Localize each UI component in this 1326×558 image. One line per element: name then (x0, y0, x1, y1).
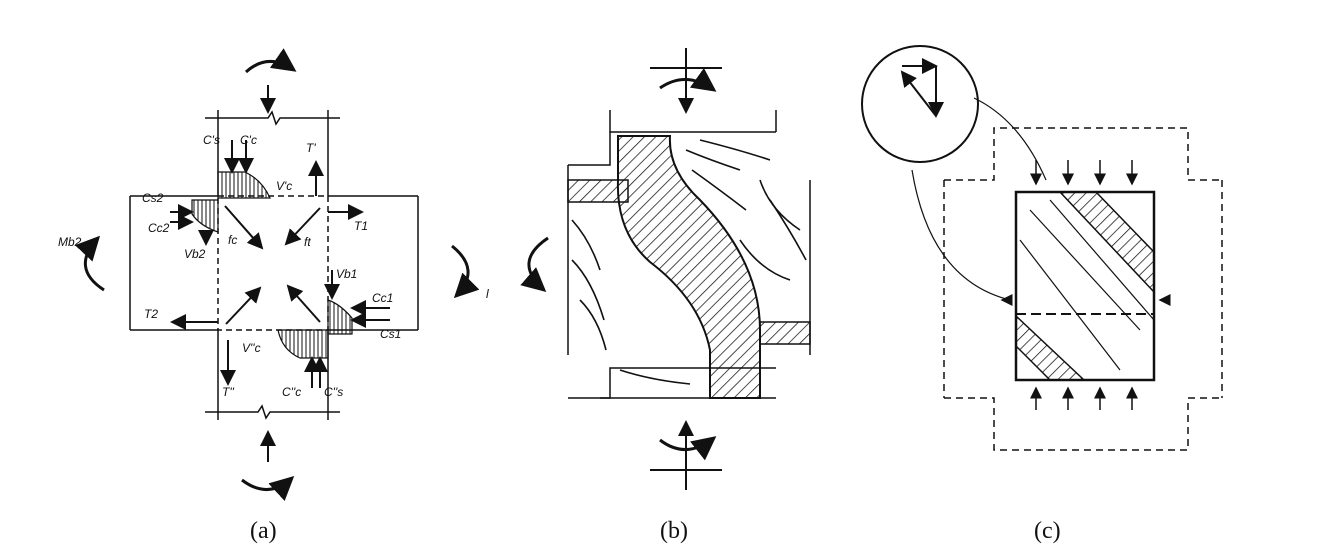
compression-block-left (191, 199, 219, 233)
label-vb2: Vb2 (184, 247, 206, 261)
panel-c-boundary-arrows (1000, 160, 1171, 410)
label-t-bottom: T'' (222, 385, 235, 399)
label-cc2: Cc2 (148, 221, 170, 235)
label-cs-bottom: C''s (324, 385, 343, 399)
label-cc-top: C'c (240, 133, 257, 147)
panel-c-force-polygon-circle (861, 45, 979, 163)
panel-b-diagonal-strut (616, 135, 761, 399)
label-moment-right: l (486, 287, 489, 301)
label-vc-bottom: V''c (242, 341, 261, 355)
caption-b: (b) (660, 518, 688, 544)
label-t1: T1 (354, 219, 368, 233)
label-vb1: Vb1 (336, 267, 357, 281)
label-vc-top: V'c (276, 179, 292, 193)
compression-block-right (327, 299, 353, 335)
panel-c-strut-upper (1058, 191, 1155, 294)
panel-a-joint-forces: C's C'c T' V'c Cs2 Cc2 T1 Mb2 fc ft Vb2 … (58, 48, 489, 502)
caption-c: (c) (1034, 518, 1061, 544)
panel-a-stress-arrows (170, 85, 390, 462)
panel-b-beam-right (759, 321, 811, 345)
label-t2: T2 (144, 307, 158, 321)
panel-b-crack-pattern (520, 48, 811, 490)
label-cc1: Cc1 (372, 291, 393, 305)
label-ft: ft (304, 235, 311, 249)
panel-a-outline (129, 110, 419, 420)
compression-block-top (217, 171, 271, 199)
label-cs-top: C's (203, 133, 220, 147)
label-cs2: Cs2 (142, 191, 164, 205)
label-t-top: T' (306, 141, 316, 155)
panel-b-cracks (571, 139, 807, 385)
label-mb2: Mb2 (58, 235, 82, 249)
label-cs1: Cs1 (380, 327, 401, 341)
panel-c-strut-lower (1015, 314, 1086, 381)
panel-b-beam-left (567, 179, 629, 203)
caption-a: (a) (250, 518, 277, 544)
panel-a-moment-arrows (74, 48, 480, 502)
compression-block-bottom (277, 329, 329, 359)
label-cc-bottom: C''c (282, 385, 301, 399)
label-fc: fc (228, 233, 237, 247)
panel-c-truss-model (861, 45, 1223, 451)
